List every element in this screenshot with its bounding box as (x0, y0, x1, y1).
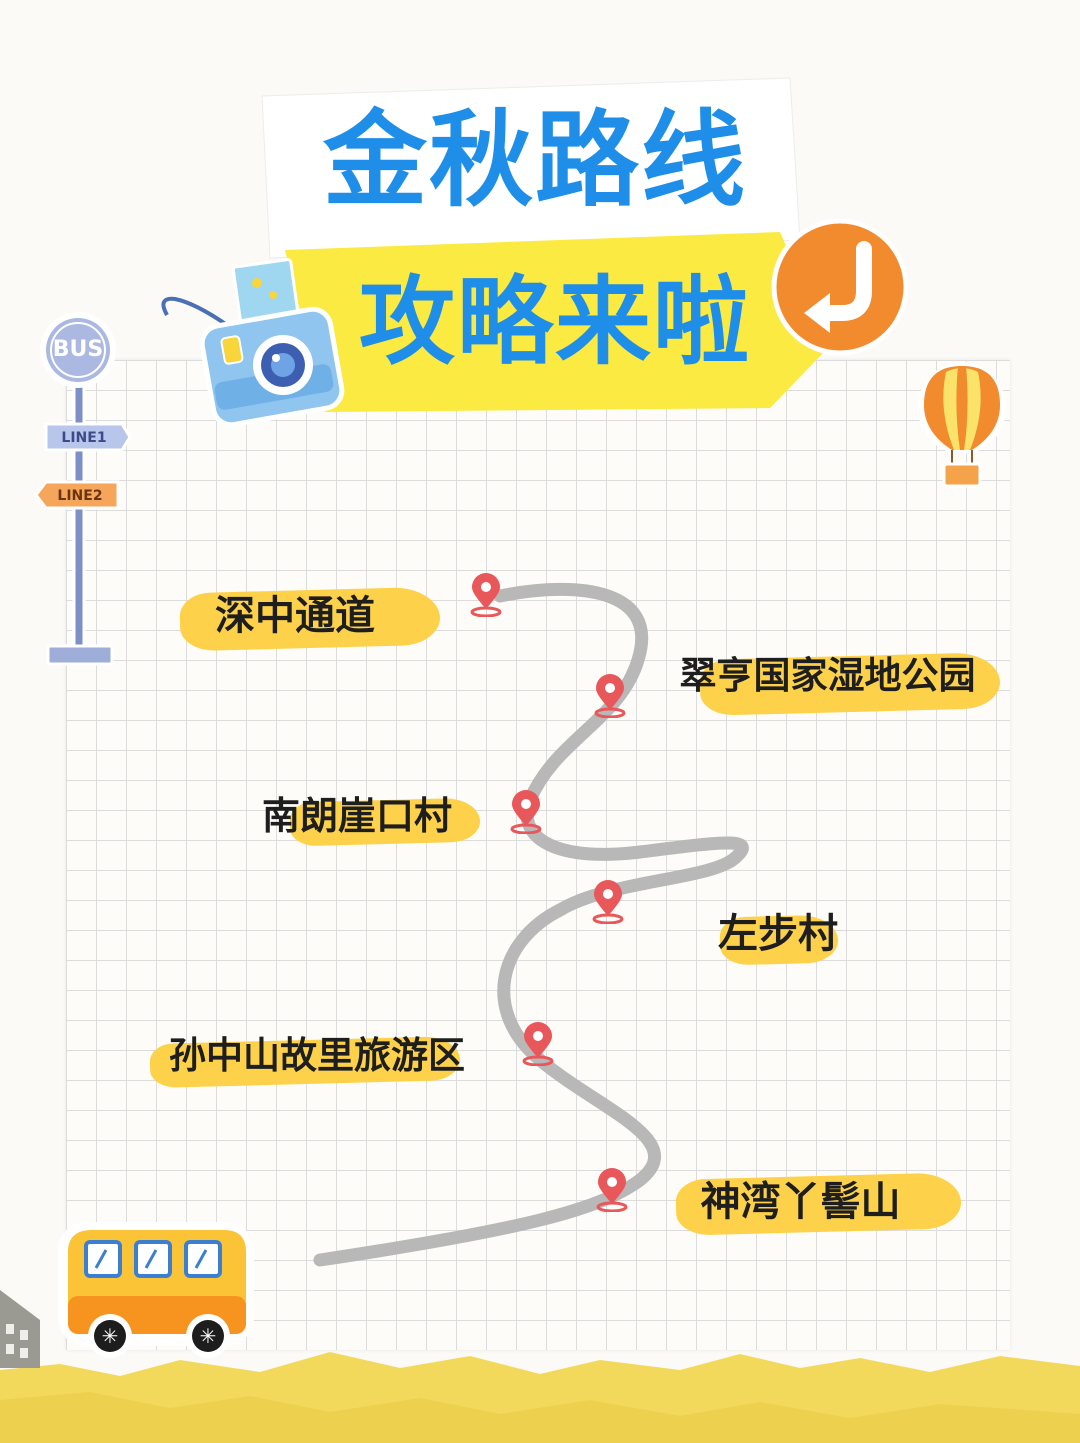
location-pin-icon (522, 1022, 554, 1066)
stop-label-5: 孙中山故里旅游区 (169, 1034, 465, 1077)
stop-label-4: 左步村 (718, 911, 838, 957)
location-pin-icon (594, 674, 626, 718)
location-pin-icon (470, 573, 502, 617)
bus-icon: ✳ ✳ (58, 1222, 254, 1358)
camera-icon (161, 258, 345, 428)
stop-label-6: 神湾丫髻山 (700, 1179, 901, 1225)
stop-label-3: 南朗崖口村 (261, 794, 452, 838)
bus-stop-sign-icon (34, 312, 132, 666)
hot-air-balloon-icon (918, 362, 1006, 488)
grid-paper (66, 360, 1010, 1350)
svg-text:✳: ✳ (200, 1324, 217, 1348)
stop-label-2: 翠亨国家湿地公园 (679, 654, 976, 697)
title-line-1: 金秋路线 (322, 99, 747, 221)
location-pin-icon (596, 1168, 628, 1212)
return-arrow-icon (771, 218, 909, 356)
svg-text:✳: ✳ (102, 1324, 119, 1348)
bottom-torn-paper (0, 1352, 1080, 1443)
bus-sign-line1: LINE1 (61, 430, 107, 446)
location-pin-icon (510, 790, 542, 834)
bus-sign-line2: LINE2 (57, 488, 103, 504)
stop-label-1: 深中通道 (215, 593, 375, 639)
title-line-2: 攻略来啦 (359, 266, 751, 378)
location-pin-icon (592, 880, 624, 924)
bus-sign-badge: BUS (52, 337, 104, 362)
building-icon (0, 1290, 40, 1368)
